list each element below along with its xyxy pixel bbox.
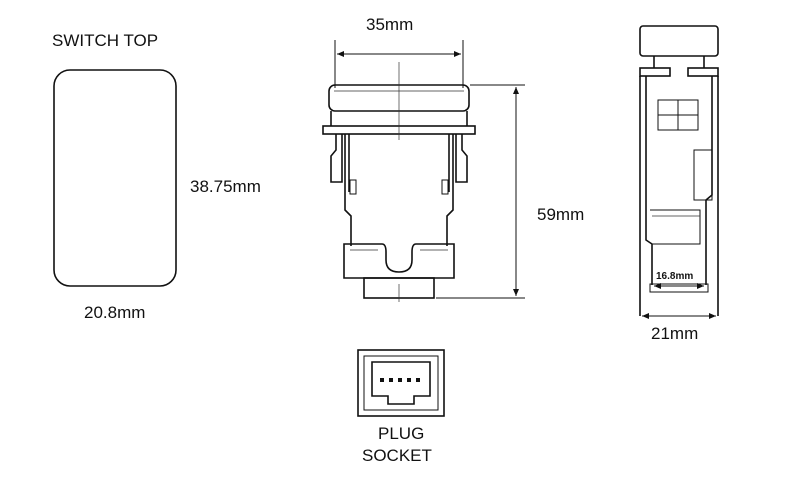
plug-socket-outer (357, 349, 445, 417)
side-cap (639, 25, 719, 57)
front-tab-left (349, 179, 357, 195)
plug-pin-4 (407, 378, 411, 382)
switch-top-height-label: 38.75mm (190, 177, 261, 196)
front-width-label: 35mm (366, 15, 413, 34)
plug-socket-cavity (371, 361, 431, 405)
front-clip-right (455, 134, 468, 183)
switch-top-view: SWITCH TOP 38.75mm 20.8mm (52, 31, 261, 322)
switch-top-label: SWITCH TOP (52, 31, 158, 50)
plug-pin-1 (380, 378, 384, 382)
side-flange-right (687, 67, 719, 77)
plug-label-line1: PLUG (378, 424, 424, 443)
side-inner-width-label: 16.8mm (656, 271, 693, 282)
side-body-inner-left (645, 76, 653, 285)
side-body-inner-right (705, 76, 713, 285)
front-height-label: 59mm (537, 205, 584, 224)
side-latch (693, 149, 713, 201)
plug-socket-inner (363, 355, 439, 411)
plug-socket-view: PLUG SOCKET (357, 349, 445, 465)
front-tab-right (441, 179, 449, 195)
switch-top-width-label: 20.8mm (84, 303, 145, 322)
plug-pin-3 (398, 378, 402, 382)
front-clip-left (330, 134, 343, 183)
plug-socket-pins (380, 378, 420, 382)
plug-label-line2: SOCKET (362, 446, 432, 465)
front-connector-housing (343, 243, 455, 279)
switch-top-outline (53, 69, 177, 287)
front-view: 35mm 59mm (322, 15, 584, 302)
front-body-left (344, 134, 352, 246)
front-body-right (446, 134, 454, 246)
plug-pin-5 (416, 378, 420, 382)
side-connector-upper (650, 209, 701, 245)
side-body-outer (639, 76, 719, 316)
side-width-label: 21mm (651, 324, 698, 343)
side-connector-base (649, 283, 709, 293)
plug-pin-2 (389, 378, 393, 382)
side-flange-left (639, 67, 671, 77)
side-view: 16.8mm 21mm (639, 25, 719, 343)
